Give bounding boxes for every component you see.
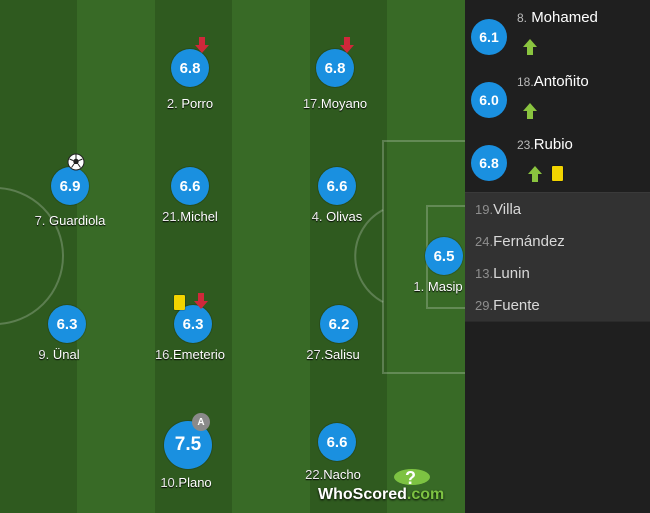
player-number: 2. [166, 96, 178, 111]
yellow-card-icon [174, 295, 185, 310]
sub-on-arrow-icon [523, 39, 537, 55]
bench-name: Lunin [493, 265, 530, 282]
logo-mark: ? [405, 468, 416, 488]
player-number: 4. [311, 209, 323, 224]
player-rating: 6.3 [174, 305, 212, 343]
bench-name: Fernández [493, 233, 565, 250]
substitute-name: Mohamed [531, 9, 598, 26]
player-number: 17. [302, 96, 321, 111]
player-number: 16. [154, 347, 174, 362]
player-number: 1. [413, 279, 425, 294]
player-number: 10. [160, 475, 179, 490]
bench-player-lunin[interactable]: 13.Lunin [465, 257, 650, 290]
player-rating: 6.3 [48, 305, 86, 343]
player-name: Ünal [52, 347, 80, 362]
player-number: 9. [38, 347, 50, 362]
substitute-rating: 6.1 [471, 19, 507, 55]
substitute-antonito[interactable]: 6.0 18.Antoñito [465, 64, 650, 129]
logo-text-domain: .com [406, 486, 445, 503]
yellow-card-icon [552, 166, 563, 181]
substitute-number: 23. [517, 138, 534, 152]
player-rating: 6.2 [320, 305, 358, 343]
substitute-mohamed[interactable]: 6.1 8. Mohamed [465, 0, 650, 65]
player-name: Michel [180, 209, 218, 224]
player-name: Plano [178, 475, 212, 490]
bench-number: 24. [475, 234, 494, 249]
bench-number: 29. [475, 298, 494, 313]
player-name: Emeterio [173, 347, 226, 362]
player-name: Moyano [320, 96, 368, 111]
bench-number: 19. [475, 202, 494, 217]
substitute-rating: 6.8 [471, 145, 507, 181]
player-name: Porro [181, 96, 214, 111]
goal-ball-icon [67, 153, 85, 171]
bench-player-villa[interactable]: 19.Villa [465, 193, 650, 226]
question-mark-logo-icon: ? [394, 468, 430, 488]
player-rating: 6.6 [318, 167, 356, 205]
substitute-number: 8. [517, 11, 528, 25]
captain-badge: A [192, 413, 210, 431]
player-number: 27. [306, 347, 325, 362]
pitch-markings [0, 140, 465, 374]
player-name: Salisu [324, 347, 360, 362]
bench-number: 13. [475, 266, 494, 281]
whoscored-logo: ? WhoScored.com [318, 468, 458, 510]
sub-on-arrow-icon [528, 166, 542, 182]
player-number: 21. [162, 209, 181, 224]
substitute-name: Antoñito [533, 73, 589, 90]
bench-name: Fuente [493, 297, 540, 314]
substitute-number: 18. [517, 75, 534, 89]
player-rating: 6.8 [316, 49, 354, 87]
player-name: Guardiola [49, 213, 106, 228]
sub-on-arrow-icon [523, 103, 537, 119]
substitute-rubio[interactable]: 6.8 23.Rubio [465, 128, 650, 193]
player-rating: 6.6 [318, 423, 356, 461]
player-number: 7. [34, 213, 46, 228]
player-rating: 6.8 [171, 49, 209, 87]
player-name: Nacho [323, 467, 361, 482]
substitute-rating: 6.0 [471, 82, 507, 118]
bench-player-fernandez[interactable]: 24.Fernández [465, 225, 650, 258]
bench-player-fuente[interactable]: 29.Fuente [465, 289, 650, 322]
player-rating: 6.9 [51, 167, 89, 205]
player-rating: 6.6 [171, 167, 209, 205]
player-name: Olivas [326, 209, 363, 224]
player-rating: 6.5 [425, 237, 463, 275]
pitch: 6.8 2. Porro 6.8 17.Moyano 6.9 7. Guardi… [0, 0, 465, 513]
bench-name: Villa [493, 201, 522, 218]
sub-off-arrow-icon [340, 37, 354, 53]
sub-off-arrow-icon [194, 293, 208, 309]
player-name: Masip [427, 279, 463, 294]
player-number: 22. [305, 467, 324, 482]
substitutes-panel: 6.1 8. Mohamed 6.0 18.Antoñito 6.8 23.Ru… [465, 0, 650, 513]
substitute-name: Rubio [533, 136, 573, 153]
logo-text-main: WhoScored [318, 486, 407, 503]
sub-off-arrow-icon [195, 37, 209, 53]
